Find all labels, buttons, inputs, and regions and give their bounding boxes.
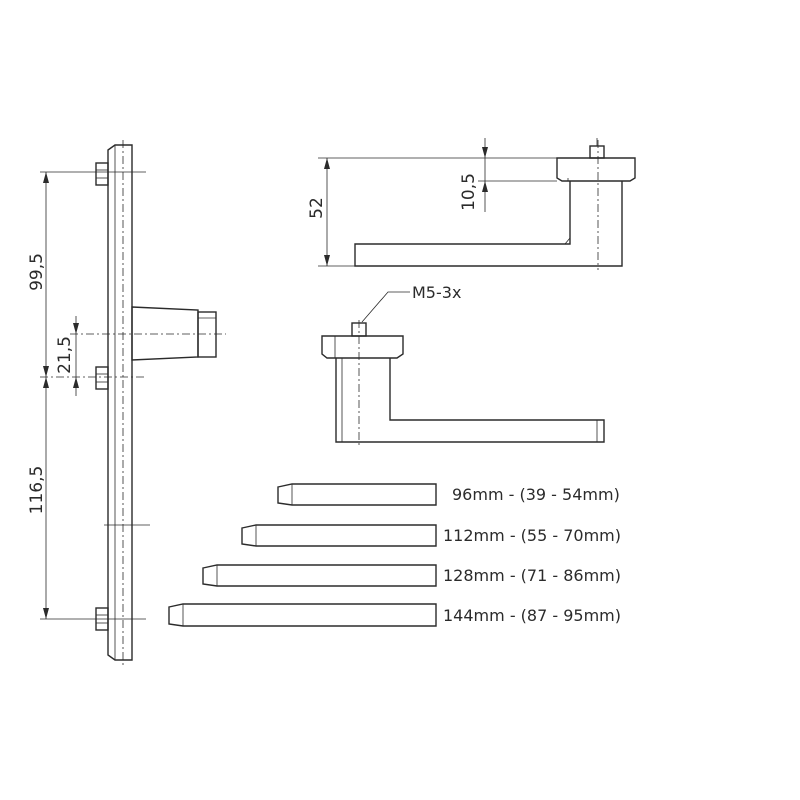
spindle-bar-112 bbox=[241, 524, 437, 547]
spindle-range-144: (87 - 95mm) bbox=[521, 606, 621, 625]
spindle-separator: - bbox=[510, 526, 521, 545]
spindle-label-128: 128mm - (71 - 86mm) bbox=[443, 566, 621, 585]
spindle-label-96: 96mm - (39 - 54mm) bbox=[452, 485, 620, 504]
dimension-lower-span: 116,5 bbox=[27, 466, 47, 515]
spindle-separator: - bbox=[510, 566, 521, 585]
dimension-offset: 21,5 bbox=[55, 336, 75, 374]
spindle-range-112: (55 - 70mm) bbox=[521, 526, 621, 545]
spindle-length-128: 128mm bbox=[443, 566, 505, 585]
spindle-length-96: 96mm bbox=[452, 485, 504, 504]
spindle-bar-128 bbox=[202, 564, 437, 587]
spindle-separator: - bbox=[510, 606, 521, 625]
dimension-lines-left bbox=[43, 172, 79, 619]
dimension-upper-span: 99,5 bbox=[27, 253, 47, 291]
spindle-label-144: 144mm - (87 - 95mm) bbox=[443, 606, 621, 625]
spindle-length-112: 112mm bbox=[443, 526, 505, 545]
spindle-range-96: (39 - 54mm) bbox=[519, 485, 619, 504]
dimension-lever-height: 52 bbox=[307, 197, 327, 219]
spindle-bar-144 bbox=[168, 603, 437, 627]
spindle-bar-96 bbox=[277, 483, 437, 506]
spindle-length-144: 144mm bbox=[443, 606, 505, 625]
spindle-separator: - bbox=[509, 485, 520, 504]
lever-side-view bbox=[318, 138, 636, 270]
spindle-range-128: (71 - 86mm) bbox=[521, 566, 621, 585]
spindle-label-112: 112mm - (55 - 70mm) bbox=[443, 526, 621, 545]
screw-callout: M5-3x bbox=[412, 283, 461, 302]
dimension-rose-height: 10,5 bbox=[459, 173, 479, 211]
lever-front-view bbox=[321, 291, 605, 445]
backplate-side-view bbox=[40, 140, 226, 668]
